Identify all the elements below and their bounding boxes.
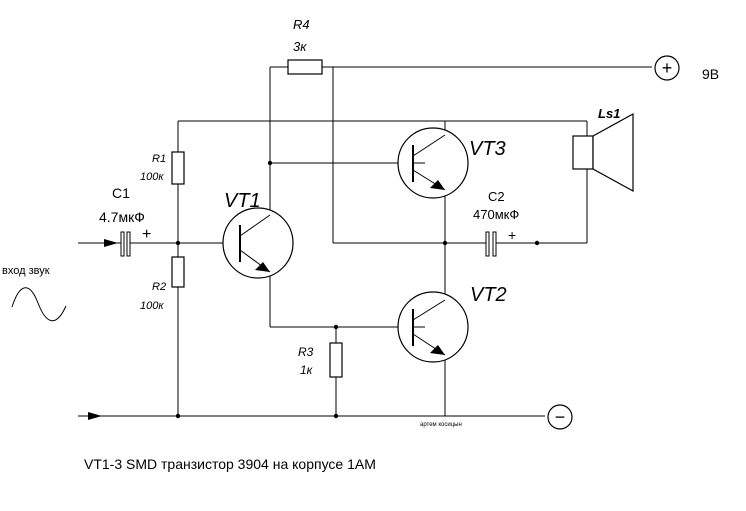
r2-name: R2	[152, 281, 166, 293]
r3-name: R3	[298, 345, 314, 359]
schematic-caption: VT1-3 SMD транзистор 3904 на корпусе 1АМ	[84, 456, 376, 472]
resistor-r3	[329, 342, 343, 378]
speaker-icon	[572, 112, 634, 193]
c2-polarity: +	[508, 227, 516, 243]
positive-voltage-label: 9В	[702, 66, 719, 82]
r4-name: R4	[293, 17, 310, 32]
positive-terminal	[654, 55, 680, 81]
author-label: артем косицын	[420, 422, 462, 428]
ground-arrow-icon	[88, 412, 102, 420]
ls1-label: Ls1	[598, 106, 620, 121]
capacitor-c1	[120, 231, 131, 257]
transistor-vt3	[397, 127, 469, 199]
transistor-vt2	[397, 291, 469, 363]
c2-name: C2	[488, 189, 505, 204]
positive-symbol: +	[662, 58, 673, 78]
vt2-label: VT2	[470, 284, 507, 306]
c1-value: 4.7мкФ	[99, 209, 145, 225]
input-arrow-icon	[104, 239, 118, 247]
capacitor-c2	[485, 231, 497, 257]
transistor-vt1	[222, 207, 294, 279]
r2-value: 100к	[140, 300, 164, 312]
c2-value: 470мкФ	[473, 207, 519, 222]
c1-polarity: +	[142, 226, 151, 243]
input-label: вход звук	[2, 265, 50, 277]
r4-value: 3к	[293, 39, 307, 54]
wires	[78, 66, 652, 417]
resistor-r1	[171, 151, 185, 185]
negative-symbol: −	[555, 407, 566, 427]
c1-name: C1	[112, 185, 130, 201]
vt3-label: VT3	[469, 138, 506, 160]
vt1-label: VT1	[224, 190, 261, 212]
sine-wave-icon	[11, 287, 67, 322]
r1-value: 100к	[140, 171, 164, 183]
junction-dots	[175, 160, 540, 419]
resistor-r4	[287, 59, 323, 75]
resistor-r2	[171, 256, 185, 288]
r3-value: 1к	[300, 363, 314, 377]
r1-name: R1	[152, 153, 166, 165]
negative-terminal	[547, 404, 573, 430]
